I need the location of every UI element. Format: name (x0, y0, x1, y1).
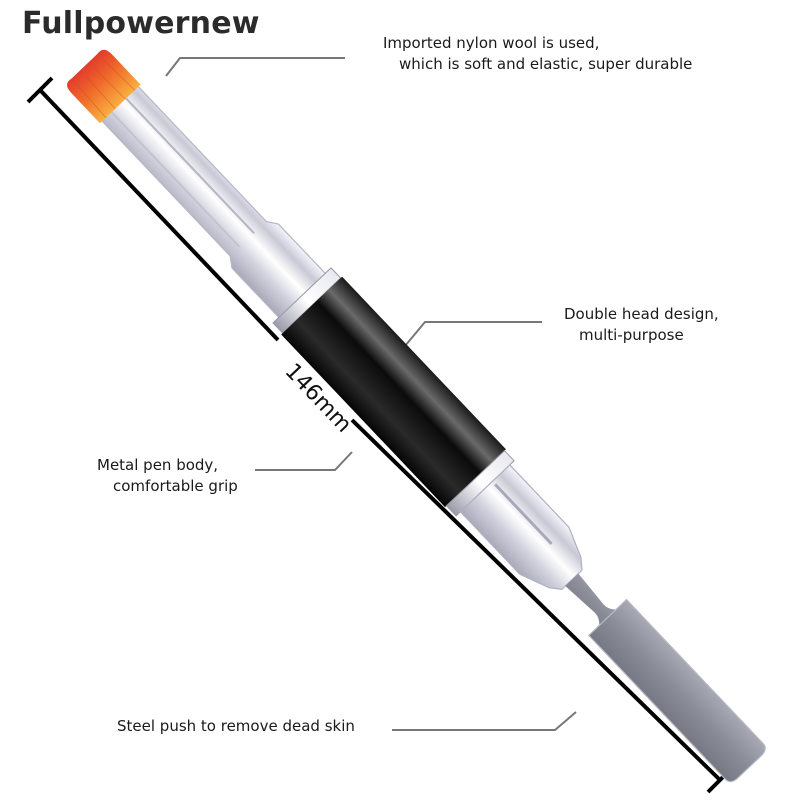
ferrule-inner-line (125, 97, 255, 235)
clear-collar (459, 464, 583, 591)
leader-line-metal-body (255, 451, 353, 471)
dimension-line-lower (350, 418, 722, 782)
callout-text: Metal pen body, (97, 456, 219, 474)
steel-spatula-head (587, 598, 766, 783)
clear-ferrule (98, 82, 329, 322)
collar-inner-line (494, 483, 553, 545)
black-metal-barrel (281, 276, 506, 508)
dual-head-pen (67, 49, 766, 783)
dimension-line (26, 76, 734, 794)
callout-nylon-brush: Imported nylon wool is used, which is so… (383, 33, 692, 75)
callout-text: multi-purpose (579, 326, 684, 344)
steel-neck (565, 573, 631, 640)
callout-text: Double head design, (564, 305, 719, 323)
callout-text: Imported nylon wool is used, (383, 34, 600, 52)
leader-line-double-head (404, 321, 542, 347)
callout-double-head: Double head design, multi-purpose (564, 304, 719, 346)
callout-metal-body: Metal pen body, comfortable grip (97, 455, 238, 497)
callout-text: Steel push to remove dead skin (117, 717, 355, 735)
nylon-brush-tip (67, 49, 141, 124)
ferrule-inner-line (110, 111, 241, 248)
callout-text: comfortable grip (113, 477, 238, 495)
dimension-cap-top (26, 76, 54, 104)
leader-line-steel-push (392, 711, 577, 731)
leader-line-brush (165, 57, 345, 77)
brand-logo-text: Fullpowernew (22, 6, 260, 41)
dimension-line-upper (38, 88, 280, 342)
callout-text: which is soft and elastic, super durable (399, 55, 693, 73)
callout-steel-push: Steel push to remove dead skin (117, 716, 355, 737)
